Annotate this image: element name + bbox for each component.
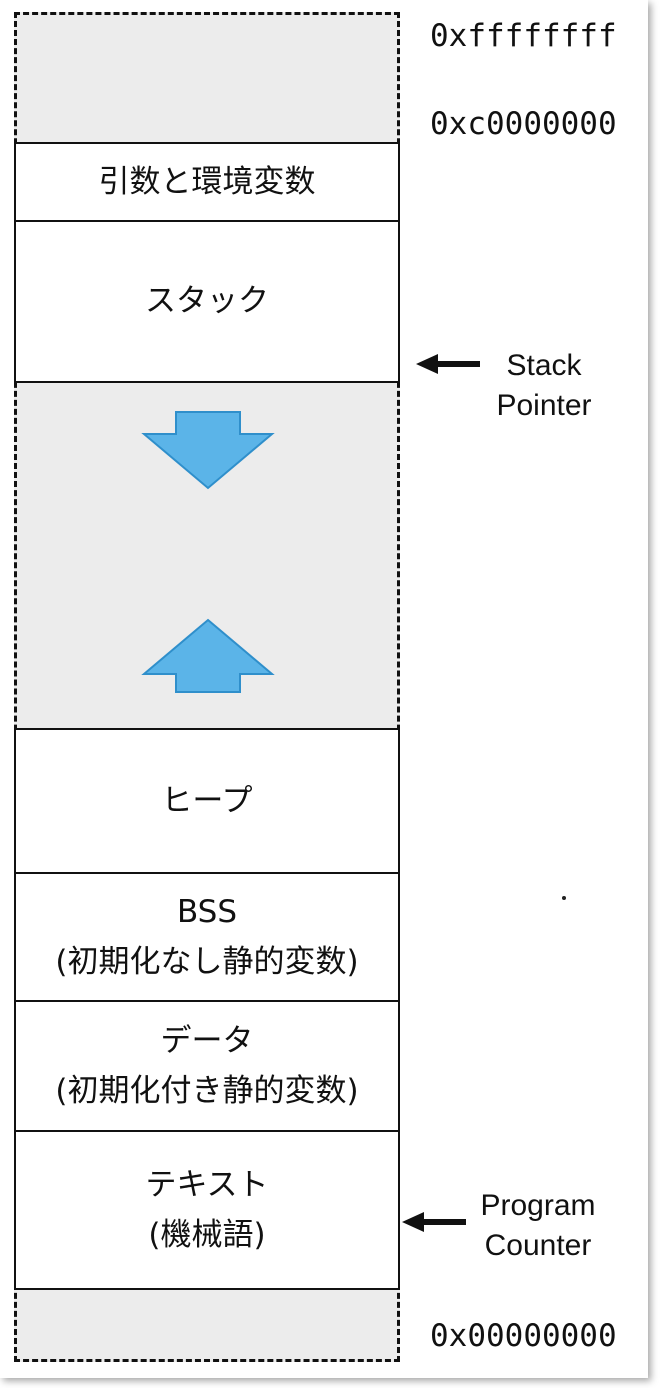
address-top: 0xffffffff xyxy=(430,18,617,54)
data-title: データ xyxy=(160,1022,254,1059)
address-kernel-boundary: 0xc0000000 xyxy=(430,106,617,142)
program-counter-line2: Counter xyxy=(484,1229,592,1262)
args-env-label: 引数と環境変数 xyxy=(98,163,316,200)
heap-segment: ヒープ xyxy=(14,728,400,874)
text-title: テキスト xyxy=(145,1166,269,1203)
bss-segment: BSS (初期化なし静的変数) xyxy=(14,872,400,1002)
stack-pointer-arrow-icon xyxy=(416,354,480,374)
stack-pointer-arrow-shape xyxy=(416,354,480,374)
args-env-segment: 引数と環境変数 xyxy=(14,142,400,222)
program-counter-label: Program Counter xyxy=(468,1186,608,1266)
stack-pointer-label: Stack Pointer xyxy=(484,346,604,426)
heap-growth-arrow-shape xyxy=(141,618,275,693)
heap-label: ヒープ xyxy=(161,782,253,819)
bss-title: BSS xyxy=(176,893,238,930)
bss-subtitle: (初期化なし静的変数) xyxy=(55,944,359,980)
data-segment: データ (初期化付き静的変数) xyxy=(14,1000,400,1132)
stray-dot xyxy=(562,896,566,900)
stack-growth-down-arrow-icon xyxy=(141,411,275,490)
text-segment: テキスト (機械語) xyxy=(14,1130,400,1290)
stack-segment: スタック xyxy=(14,220,400,383)
stack-pointer-line2: Pointer xyxy=(496,389,592,422)
program-counter-arrow-icon xyxy=(402,1212,466,1232)
address-bottom: 0x00000000 xyxy=(430,1318,617,1354)
stack-pointer-line1: Stack xyxy=(506,349,582,382)
data-subtitle: (初期化付き静的変数) xyxy=(55,1073,359,1109)
stack-growth-arrow-shape xyxy=(141,411,275,490)
program-counter-line1: Program xyxy=(480,1189,596,1222)
text-subtitle: (機械語) xyxy=(148,1217,266,1253)
heap-growth-up-arrow-icon xyxy=(141,618,275,693)
program-counter-arrow-shape xyxy=(402,1212,466,1232)
stack-label: スタック xyxy=(145,283,269,320)
